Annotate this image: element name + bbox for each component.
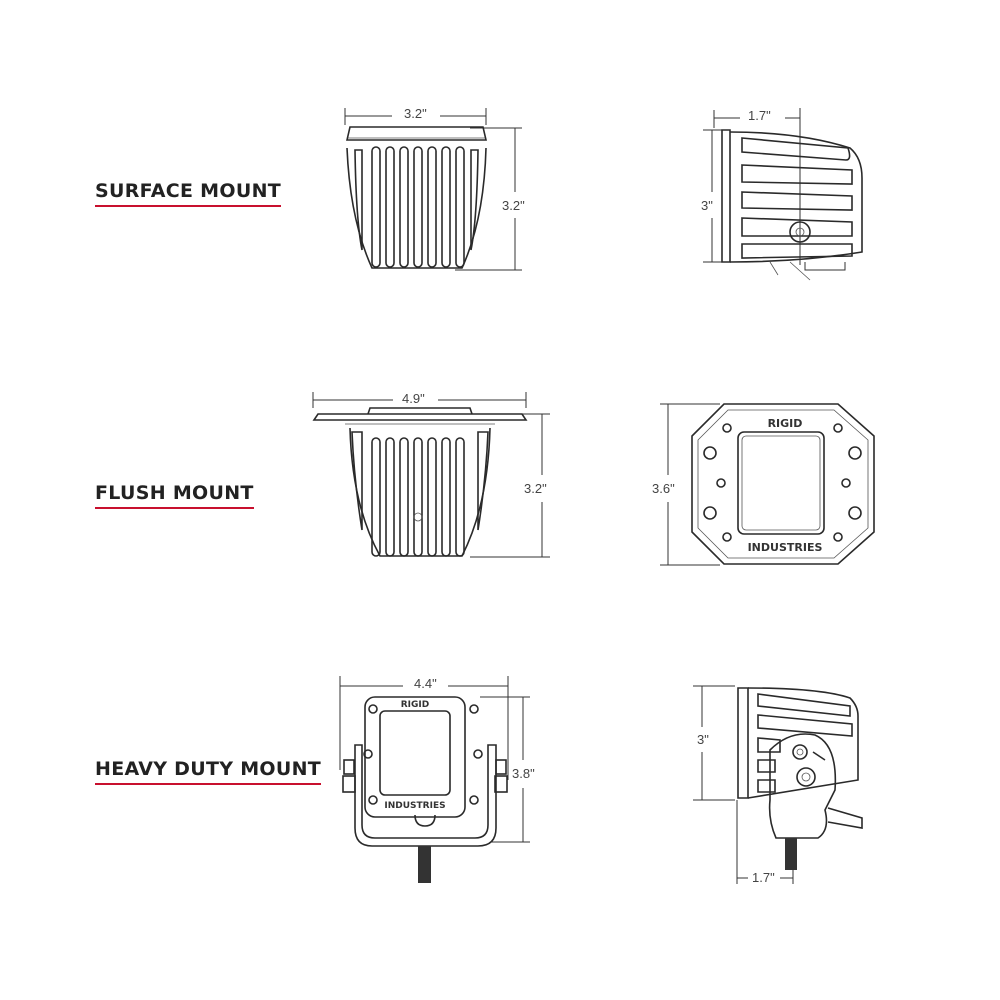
flush-mount-title: FLUSH MOUNT	[95, 482, 254, 504]
surface-mount-underline	[95, 205, 282, 207]
hd-brand-bottom: INDUSTRIES	[384, 801, 445, 811]
surface-side-view-drawing	[703, 108, 863, 281]
flush-brand-top: RIGID	[768, 417, 803, 430]
surface-front-height: 3.2"	[500, 198, 527, 213]
surface-mount-label: SURFACE MOUNT	[95, 180, 282, 207]
surface-mount-title: SURFACE MOUNT	[95, 180, 282, 202]
flush-front-width: 4.9"	[400, 391, 427, 406]
flush-mount-label: FLUSH MOUNT	[95, 482, 254, 509]
flush-mount-underline	[95, 507, 254, 509]
flush-front-height: 3.2"	[522, 481, 549, 496]
flush-face-height: 3.6"	[650, 481, 677, 496]
heavy-duty-front-view-drawing: RIGID INDUSTRIES	[339, 676, 530, 883]
hd-front-height: 3.8"	[510, 766, 537, 781]
hd-side-height: 3"	[695, 732, 711, 747]
hd-side-depth: 1.7"	[750, 870, 777, 885]
flush-face-view-drawing: RIGID INDUSTRIES	[660, 403, 875, 566]
surface-front-view-drawing	[344, 108, 522, 271]
heavy-duty-mount-underline	[95, 783, 322, 785]
heavy-duty-side-view-drawing	[693, 685, 863, 884]
surface-side-height: 3"	[699, 198, 715, 213]
flush-brand-bottom: INDUSTRIES	[748, 541, 823, 554]
surface-front-width: 3.2"	[402, 106, 429, 121]
hd-brand-top: RIGID	[401, 700, 430, 710]
surface-side-depth: 1.7"	[746, 108, 773, 123]
hd-front-width: 4.4"	[412, 676, 439, 691]
heavy-duty-mount-label: HEAVY DUTY MOUNT	[95, 758, 322, 785]
flush-front-view-drawing	[312, 392, 550, 558]
heavy-duty-mount-title: HEAVY DUTY MOUNT	[95, 758, 322, 780]
